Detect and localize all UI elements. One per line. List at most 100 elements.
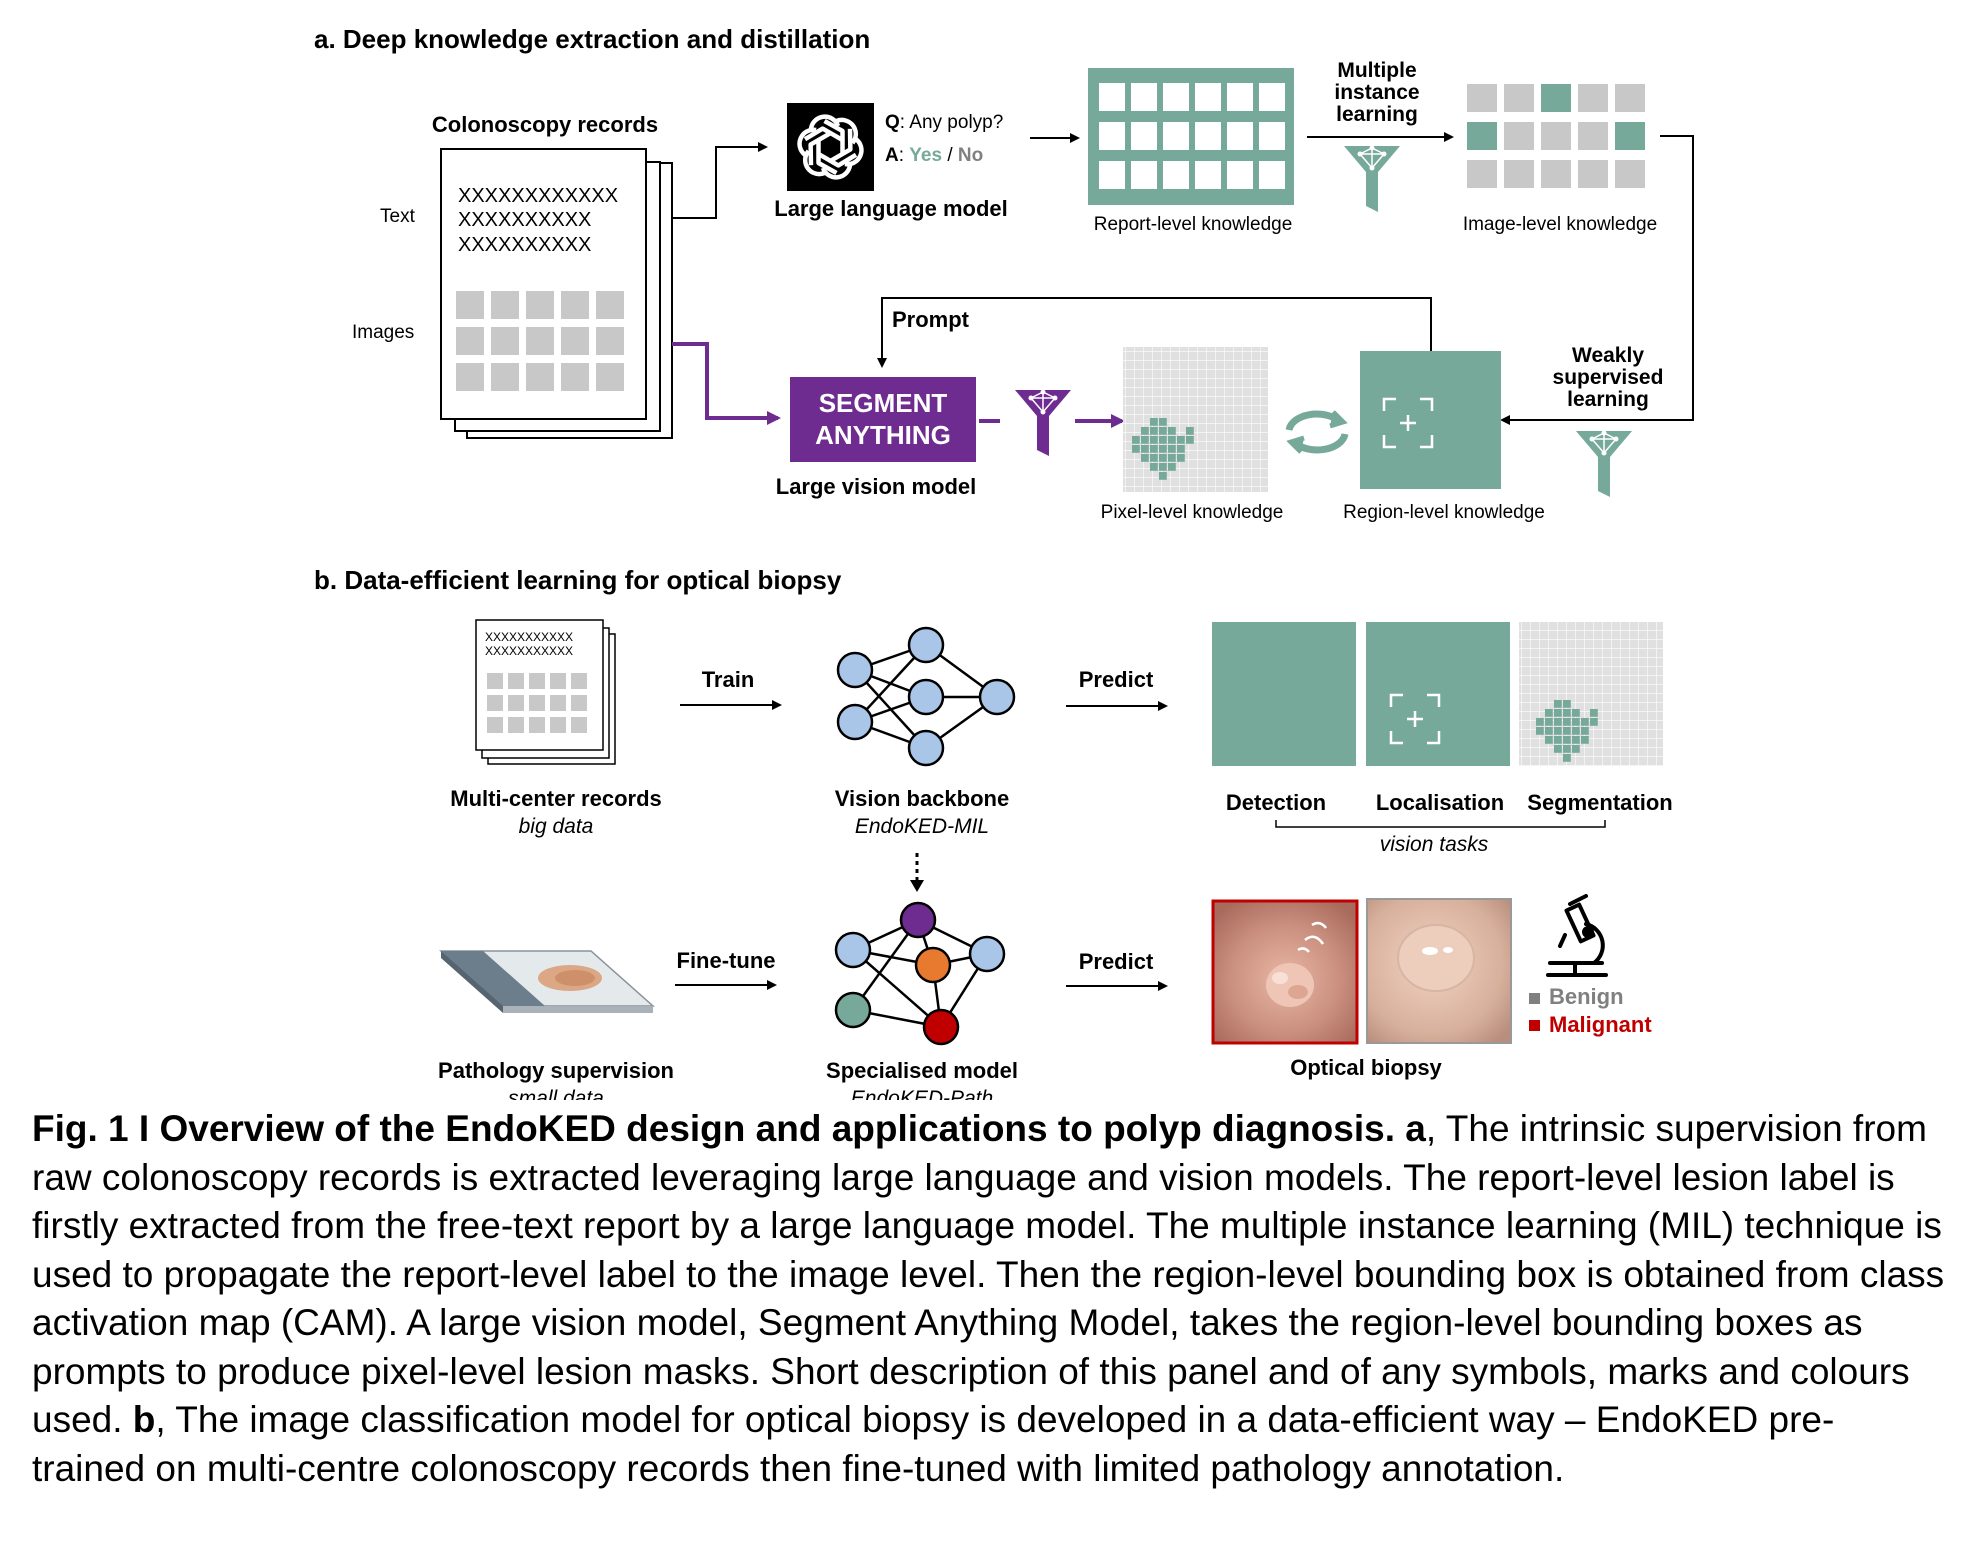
specialised-label: Specialised model	[826, 1058, 1018, 1083]
report-cell	[1163, 161, 1189, 189]
image-cell	[1541, 160, 1571, 188]
image-cell	[1578, 84, 1608, 112]
records-title: Colonoscopy records	[432, 112, 658, 137]
fine-tune-label: Fine-tune	[677, 948, 776, 973]
pixel-level-label: Pixel-level knowledge	[1101, 502, 1284, 523]
image-cell	[1467, 160, 1497, 188]
pathology-label: Pathology supervision	[438, 1058, 674, 1083]
malignant-endoscopy-image	[1211, 899, 1359, 1045]
report-cell	[1099, 83, 1125, 111]
report-cell	[1259, 161, 1285, 189]
image-level-grid	[1467, 84, 1645, 188]
report-cell	[1131, 161, 1157, 189]
lvm-label: Large vision model	[776, 474, 977, 499]
image-cell	[1578, 160, 1608, 188]
llm-answer: A: Yes / No	[885, 145, 983, 166]
microscope-icon	[1546, 894, 1608, 977]
caption-a-text: , The intrinsic supervision from raw col…	[32, 1108, 1945, 1440]
report-level-grid	[1088, 68, 1294, 205]
network-node	[907, 729, 945, 767]
wsl-label-line: learning	[1567, 388, 1649, 411]
localisation-image	[1366, 622, 1510, 766]
image-cell	[1467, 122, 1497, 150]
pixel-level-mask	[1123, 347, 1268, 492]
neural-network-icon	[836, 626, 1016, 767]
caption-b-marker: b	[132, 1399, 156, 1440]
sam-label-line: ANYTHING	[815, 420, 951, 450]
doc-text-line: XXXXXXXXXXX	[485, 644, 573, 658]
record-image-thumb	[596, 327, 624, 355]
report-cell	[1131, 122, 1157, 150]
caption-title: Fig. 1 I Overview of the EndoKED design …	[32, 1108, 1396, 1149]
train-label: Train	[702, 667, 755, 692]
record-image-thumb	[596, 363, 624, 391]
figure-diagram: a. Deep knowledge extraction and distill…	[314, 24, 1694, 1100]
image-cell	[1504, 160, 1534, 188]
record-image-thumb	[526, 363, 554, 391]
record-image-thumb	[526, 327, 554, 355]
region-level-label: Region-level knowledge	[1343, 502, 1545, 523]
network-node	[836, 703, 874, 741]
report-cell	[1259, 83, 1285, 111]
big-data-label: big data	[519, 815, 594, 838]
image-cell	[1541, 84, 1571, 112]
report-cell	[1227, 83, 1253, 111]
record-text-line: XXXXXXXXXXXX	[458, 185, 618, 207]
report-cell	[1099, 161, 1125, 189]
network-node	[836, 651, 874, 689]
mil-label-line: learning	[1336, 103, 1418, 126]
wsl-label-line: Weakly	[1572, 344, 1644, 367]
records-document-stack: XXXXXXXXXXXX XXXXXXXXXX XXXXXXXXXX	[440, 148, 673, 439]
image-cell	[1578, 122, 1608, 150]
funnel-icon	[1576, 430, 1632, 497]
panel-a-title: a. Deep knowledge extraction and distill…	[314, 24, 870, 54]
prompt-label: Prompt	[892, 307, 970, 332]
report-level-label: Report-level knowledge	[1094, 214, 1293, 235]
detection-image	[1212, 622, 1356, 766]
multi-center-label: Multi-center records	[450, 786, 662, 811]
image-cell	[1504, 122, 1534, 150]
network-node	[968, 935, 1006, 973]
record-image-thumb	[561, 363, 589, 391]
network-node	[914, 946, 952, 984]
network-node	[834, 931, 872, 969]
image-cell	[1615, 160, 1645, 188]
endoked-path-label: EndoKED-Path	[851, 1087, 993, 1100]
image-cell	[1504, 84, 1534, 112]
openai-logo-icon	[787, 103, 874, 191]
predict-label: Predict	[1079, 949, 1154, 974]
vision-tasks-label: vision tasks	[1380, 833, 1489, 856]
record-image-thumb	[491, 291, 519, 319]
segment-anything-box: SEGMENT ANYTHING	[790, 377, 976, 462]
record-image-thumb	[561, 291, 589, 319]
report-cell	[1259, 122, 1285, 150]
figure-caption: Fig. 1 I Overview of the EndoKED design …	[32, 1105, 1947, 1493]
caption-b-text: , The image classification model for opt…	[32, 1399, 1835, 1489]
cycle-arrows-icon	[1285, 410, 1349, 454]
image-cell	[1541, 122, 1571, 150]
region-level-box	[1360, 351, 1501, 489]
wsl-label-line: supervised	[1553, 366, 1664, 389]
report-cell	[1227, 122, 1253, 150]
record-text-line: XXXXXXXXXX	[458, 234, 591, 256]
record-image-thumb	[596, 291, 624, 319]
record-image-thumb	[491, 363, 519, 391]
benign-endoscopy-image	[1366, 898, 1512, 1044]
record-image-thumb	[561, 327, 589, 355]
optical-biopsy-label: Optical biopsy	[1290, 1055, 1442, 1080]
doc-text-line: XXXXXXXXXXX	[485, 630, 573, 644]
report-cell	[1163, 122, 1189, 150]
crosshair-icon	[1382, 397, 1434, 449]
small-data-label: small data	[508, 1087, 604, 1100]
network-node	[907, 678, 945, 716]
detection-label: Detection	[1226, 790, 1326, 815]
sam-label-line: SEGMENT	[819, 388, 948, 418]
record-text-line: XXXXXXXXXX	[458, 209, 591, 231]
funnel-icon	[1015, 389, 1071, 456]
report-cell	[1195, 122, 1221, 150]
report-cell	[1131, 83, 1157, 111]
malignant-legend-swatch	[1529, 1020, 1540, 1031]
localisation-label: Localisation	[1376, 790, 1504, 815]
benign-legend-label: Benign	[1549, 984, 1624, 1009]
predict-label: Predict	[1079, 667, 1154, 692]
